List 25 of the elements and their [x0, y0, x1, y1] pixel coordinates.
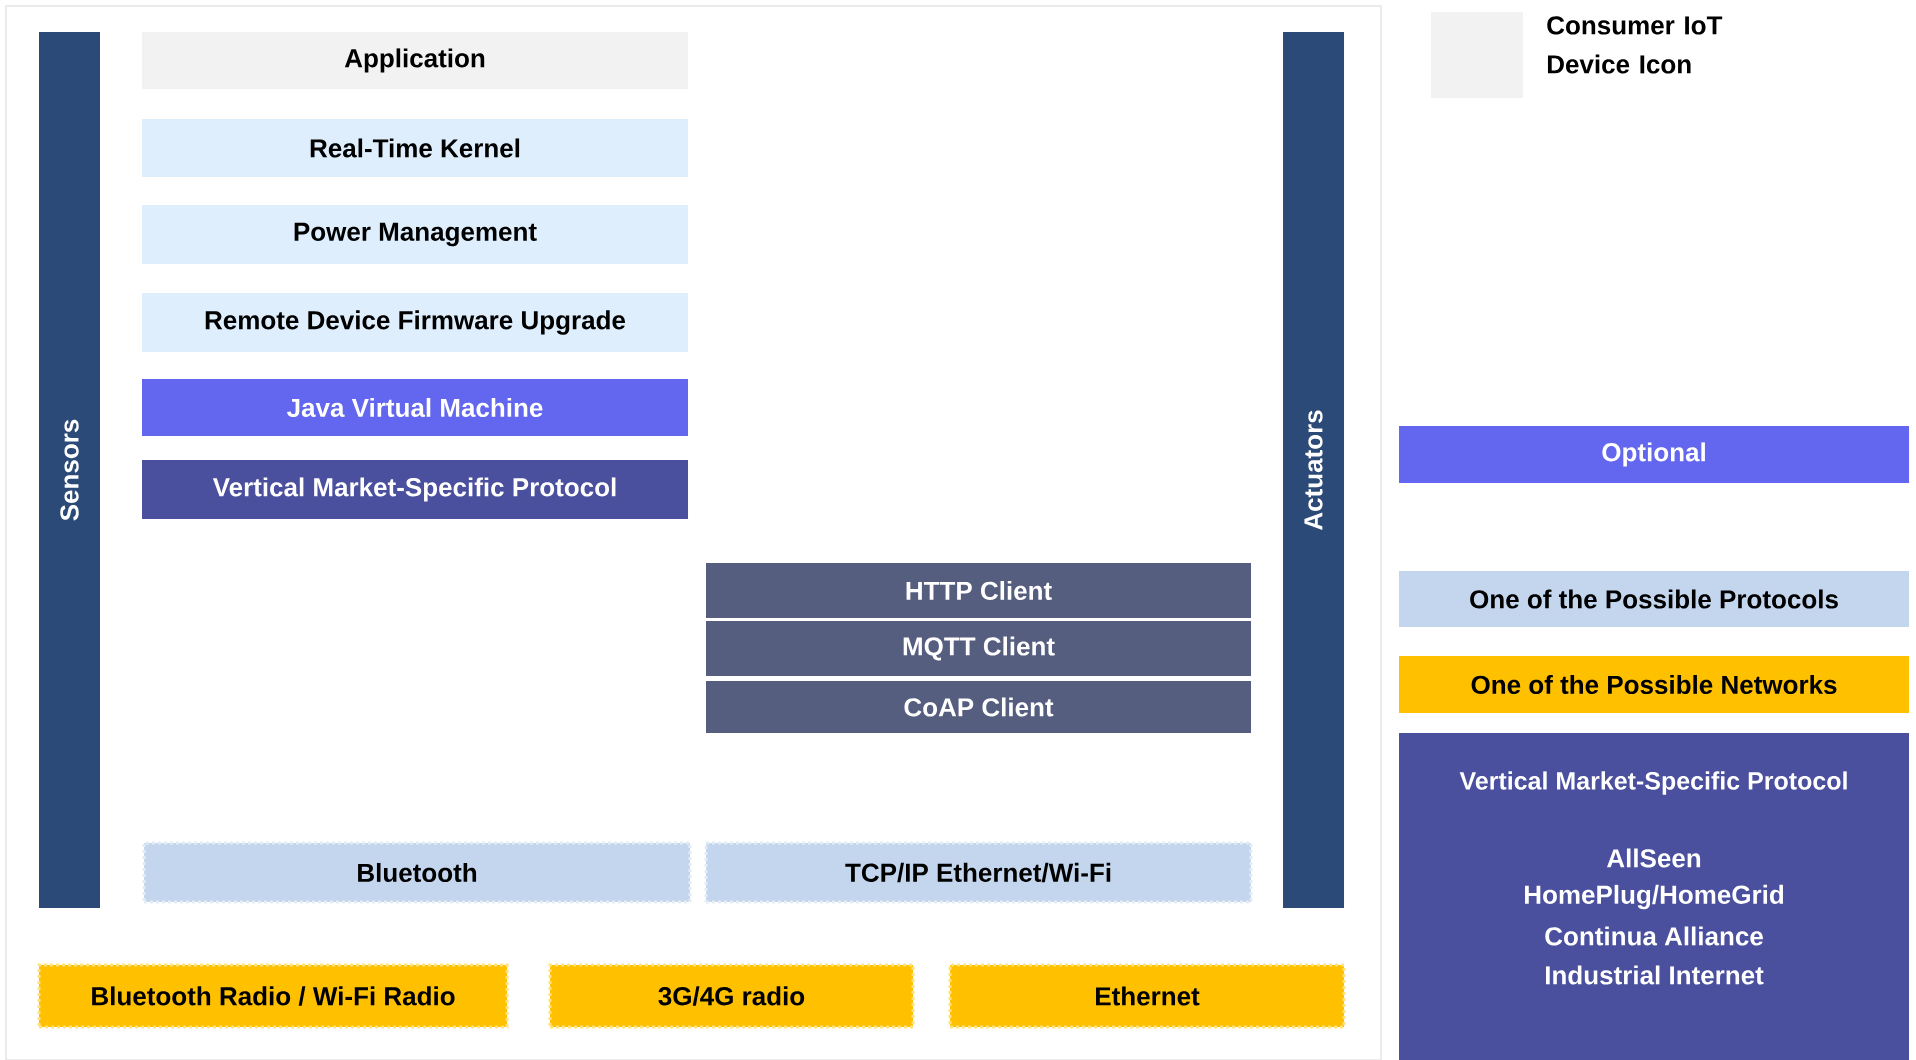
layer-box: Real-Time Kernel — [142, 119, 688, 177]
protocol-box: Bluetooth — [142, 841, 692, 904]
client-box: MQTT Client — [706, 621, 1251, 676]
legend-text: One of the Possible Networks — [1471, 674, 1837, 695]
protocol-box: Vertical Market-Specific Protocol — [142, 460, 688, 519]
layer-box: Remote Device Firmware Upgrade — [142, 293, 688, 352]
protocol-name: Industrial Internet — [1545, 965, 1764, 985]
network-box: 3G/4G radio — [548, 963, 915, 1029]
layer-box: Application — [142, 32, 688, 89]
protocol-name: Continua Alliance — [1545, 926, 1763, 946]
legend-text: One of the Possible Protocols — [1470, 589, 1838, 609]
client-box: HTTP Client — [706, 563, 1251, 618]
protocol-name: HomePlug/HomeGrid — [1525, 884, 1784, 910]
legend-text: Consumer IoT Device Icon — [1547, 16, 1723, 74]
client-box: CoAP Client — [706, 681, 1251, 733]
layer-box: Power Management — [142, 205, 688, 264]
legend-text: Optional — [1602, 442, 1705, 467]
protocol-name: AllSeen — [1607, 848, 1701, 868]
actuator-bar: Actuators — [1283, 32, 1344, 908]
sensor-bar: Sensors — [39, 32, 100, 908]
network-box: Ethernet — [948, 963, 1346, 1029]
network-box: Bluetooth Radio / Wi-Fi Radio — [37, 963, 509, 1029]
layer-box: Java Virtual Machine — [142, 379, 688, 436]
legend-text: Vertical Market-Specific Protocol — [1459, 771, 1847, 795]
protocol-box: TCP/IP Ethernet/Wi-Fi — [704, 841, 1253, 904]
